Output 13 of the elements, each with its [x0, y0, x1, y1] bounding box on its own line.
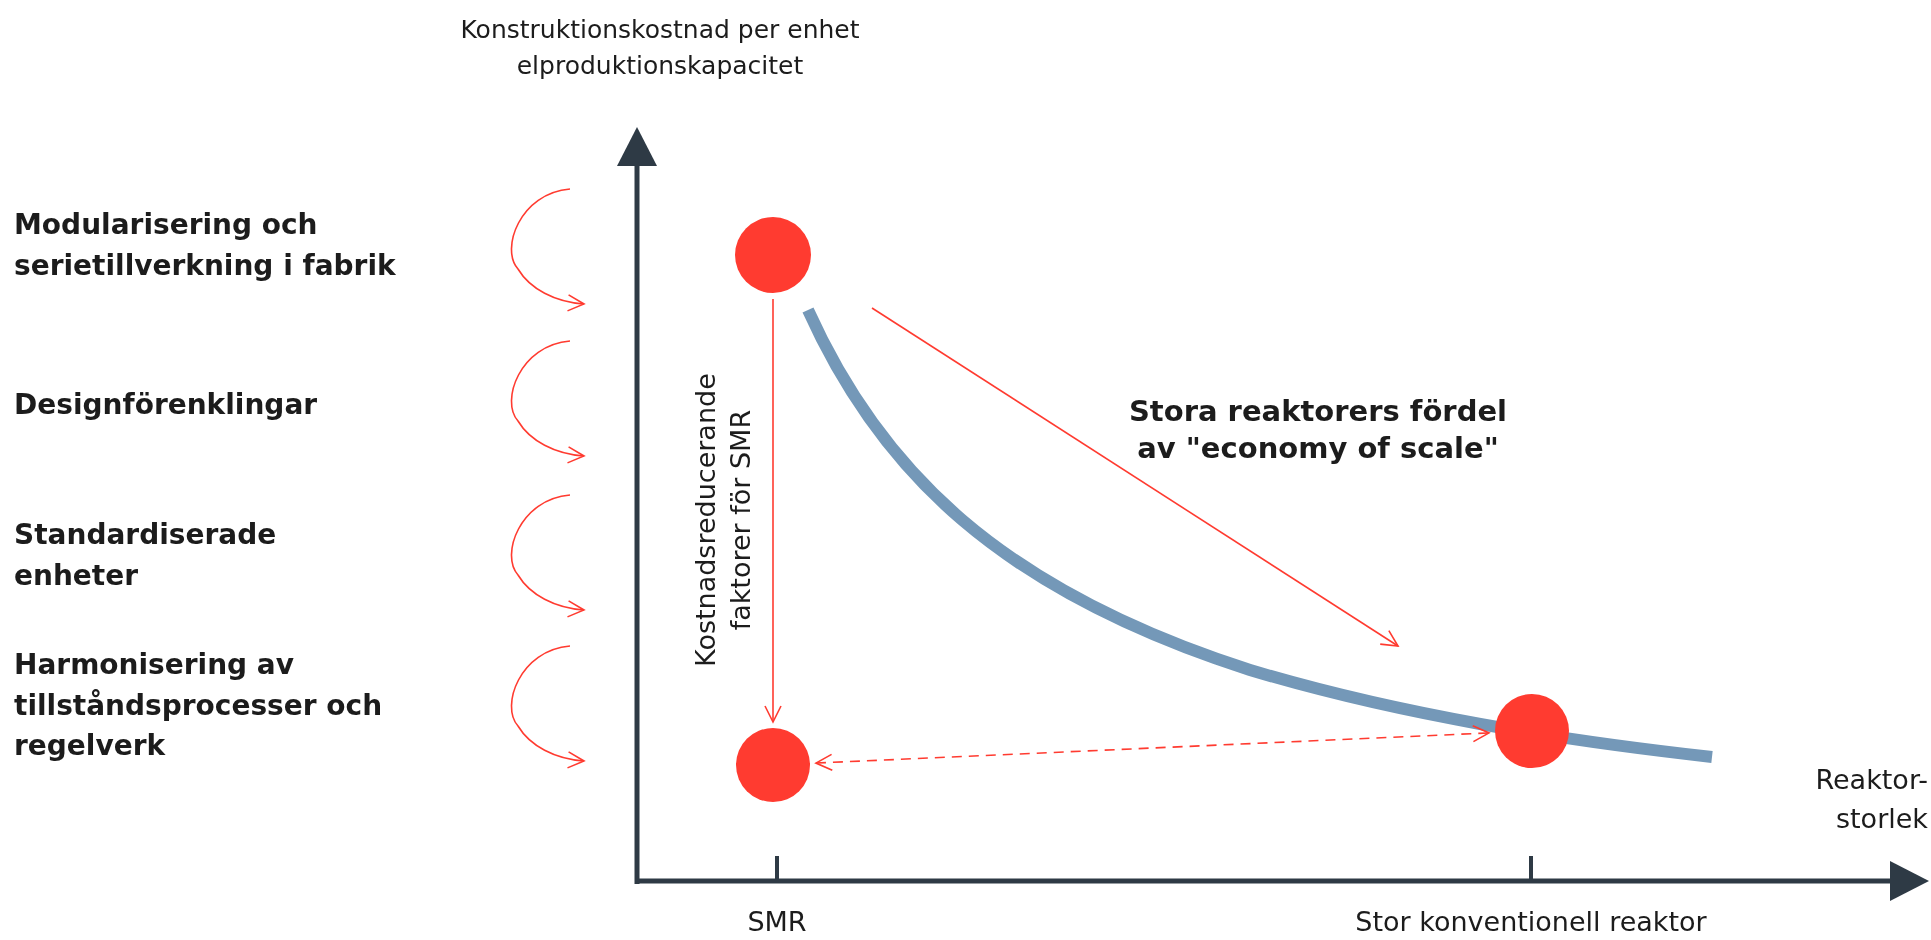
factor-label: Harmonisering av tillståndsprocesser och regelverk: [14, 647, 384, 765]
edge-label: Stora reaktorers fördel av "economy of scale": [1127, 392, 1509, 468]
axis-title: Konstruktionskostnad per enhet elproduktionskapacitet: [459, 14, 861, 83]
factor-label: Standardiserade enheter: [14, 517, 278, 594]
axis-title: Reaktor- storlek: [1814, 763, 1928, 837]
factor-label: Designförenklingar: [14, 387, 319, 423]
arrow: [764, 298, 782, 723]
edge-label: Kostnadsreducerande faktorer för SMR: [688, 372, 757, 669]
tick-label: SMR: [746, 905, 808, 939]
tick-label: Stor konventionell reaktor: [1354, 905, 1708, 939]
arrow: [871, 307, 1399, 647]
factor-label: Modularisering och serietillverkning i fabrik: [14, 207, 397, 284]
double-arrow: [815, 724, 1490, 772]
